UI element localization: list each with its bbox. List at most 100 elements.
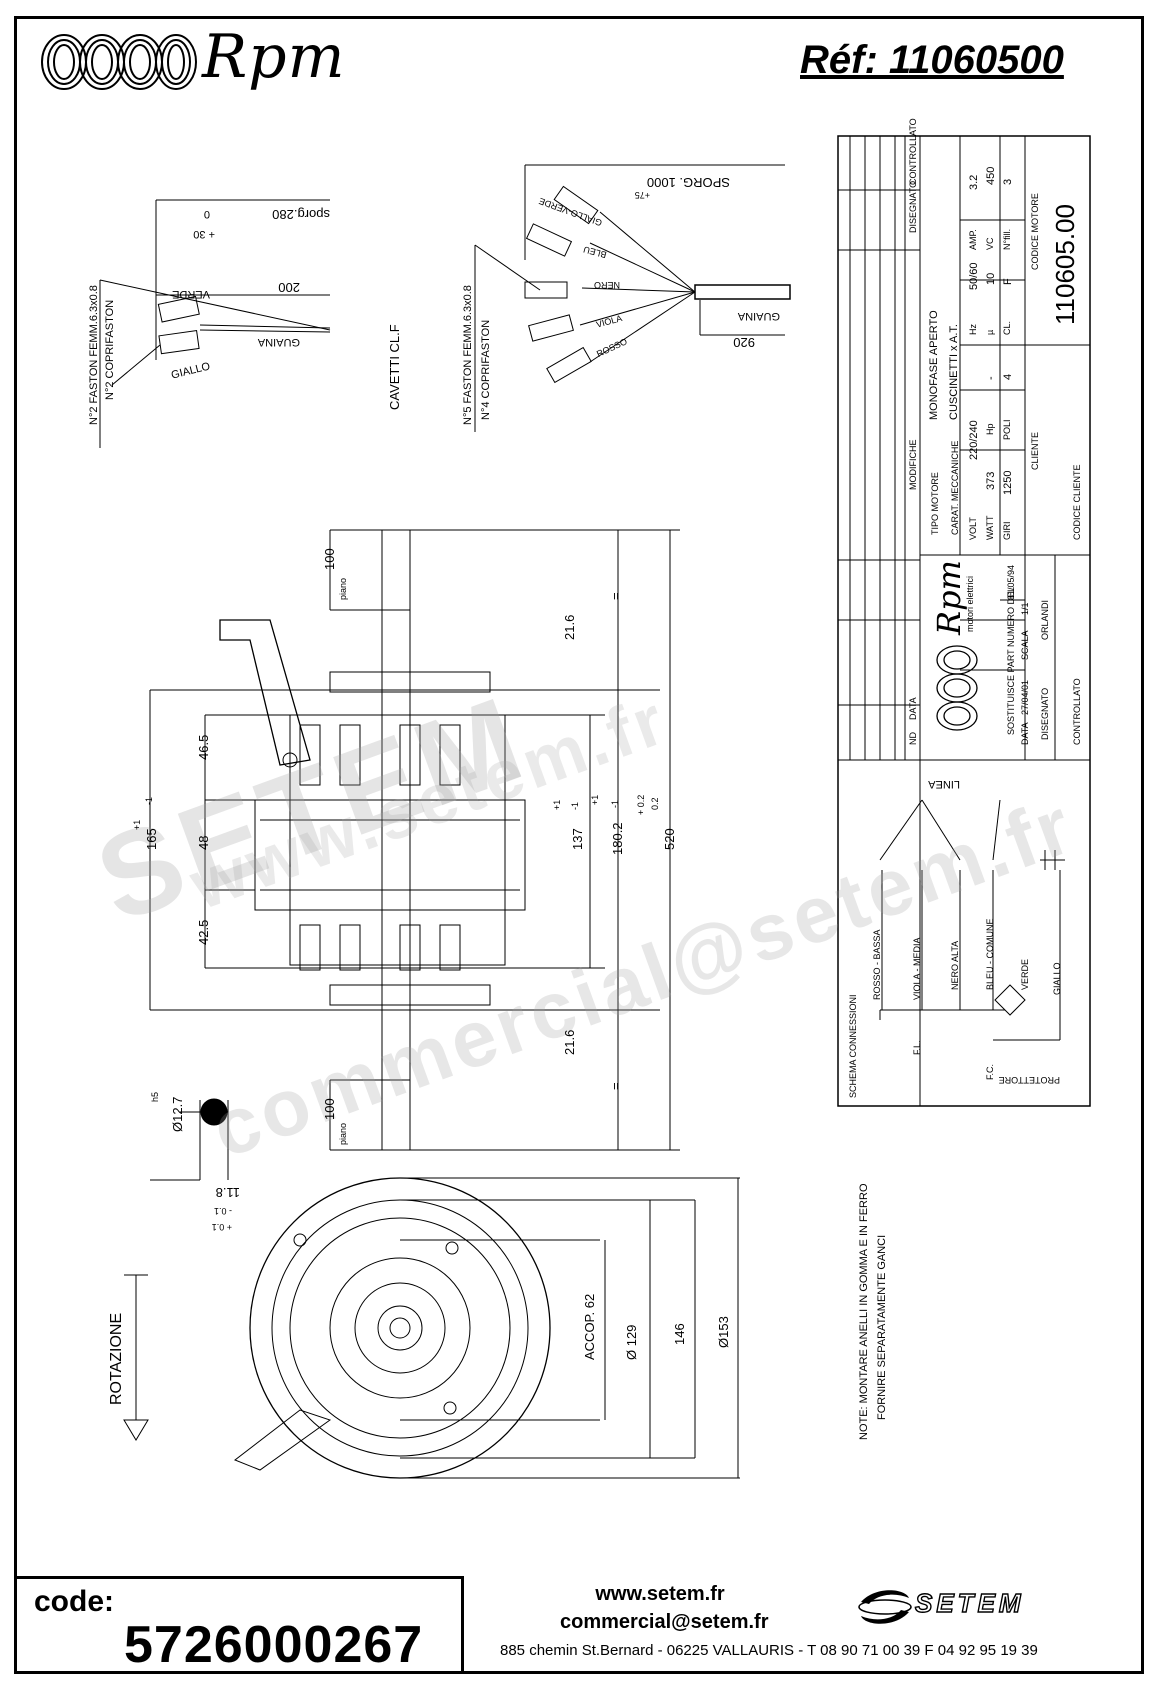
shaft-h5: h5 [150, 1091, 160, 1102]
schema-fc: F.C. [985, 1063, 995, 1080]
left-tol-plus30: + 30 [193, 228, 215, 240]
tb-tipo-motore-label: TIPO MOTORE [930, 472, 940, 535]
tb-mu-value: 10 [985, 272, 997, 285]
tb-cl-label: CL. [1002, 320, 1012, 335]
accop-label: ACCOP. 62 [582, 1293, 597, 1360]
drawing-frame [14, 16, 1144, 1674]
tb-nd-head: ND [908, 732, 918, 745]
tb-watt-value: 373 [985, 471, 997, 490]
tb-giri-label: GIRI [1002, 521, 1012, 540]
tol-520-a: + 0.2 [636, 794, 646, 815]
reference-number: Réf: 11060500 [800, 38, 1064, 82]
tb-volt-label: VOLT [968, 517, 978, 540]
code-box: code: 5726000267 [14, 1576, 464, 1674]
rpm-coil-icon [41, 34, 197, 90]
right-tol-plus75: +75 [634, 190, 650, 200]
right-sporg-label: SPORG. 1000 [646, 175, 730, 190]
code-label: code: [34, 1585, 115, 1618]
tb-disegnato-label: DISEGNATO [1040, 687, 1050, 740]
d153-label: Ø153 [716, 1316, 731, 1348]
schema-bleu-comune: BLEU - COMUNE [985, 918, 995, 990]
tb-hz-label: Hz [968, 324, 978, 335]
footer-email[interactable]: commercial@setem.fr [560, 1611, 769, 1633]
left-faston-label: N°2 FASTON FEMM.6.3x0.8 [88, 285, 100, 425]
tol-180-minus: -1 [610, 799, 620, 808]
tol-165-plus: +1 [132, 819, 142, 830]
tb-carat-label: CARAT. MECCANICHE [950, 440, 960, 535]
tol-137-minus: -1 [570, 801, 580, 810]
piano-top: piano [338, 577, 348, 600]
dim-137: 137 [570, 828, 585, 850]
tb-data-value: 27/04/01 [1020, 679, 1030, 715]
schema-linea: LINEA [928, 778, 960, 790]
dim-21-6-top: 21.6 [562, 614, 577, 640]
dim-42-5: 42.5 [196, 919, 211, 945]
tb-hz-value: 50/60 [968, 262, 980, 290]
tb-tipo-motore-value: MONOFASE APERTO [928, 310, 940, 420]
schema-fl: F.L. [912, 1040, 922, 1055]
tb-giri-value: 1250 [1002, 470, 1014, 495]
tb-cl-value: F [1002, 278, 1014, 285]
right-guaina-label: GUAINA [737, 310, 780, 322]
d129-label: Ø 129 [624, 1324, 639, 1360]
tol-180-plus: +1 [590, 794, 600, 805]
tb-amp-label: AMP. [968, 229, 978, 250]
tb-disegnato-value: ORLANDI [1040, 599, 1050, 640]
footer-website[interactable]: www.setem.fr [595, 1583, 725, 1605]
dim-520: 520 [662, 828, 677, 850]
right-nero-label: NERO [593, 280, 620, 290]
note-line-1: NOTE: MONTARE ANELLI IN GOMMA E IN FERRO [858, 1183, 870, 1441]
eq-bottom: = [608, 1082, 623, 1090]
cavetti-label: CAVETTI CL.F [387, 324, 402, 410]
left-tol-zero: 0 [203, 208, 210, 220]
tb-codice-motore-value: 110605.00 [1050, 204, 1080, 325]
tb-modifiche-head: MODIFICHE [908, 439, 918, 491]
shaft-tol-plus: + 0.1 [211, 1222, 232, 1232]
right-faston-label: N°5 FASTON FEMM.6.3x0.8 [462, 285, 474, 425]
schema-verde: VERDE [1020, 958, 1030, 990]
tb-data-label: DATA [1020, 722, 1030, 745]
dim-48: 48 [196, 835, 211, 850]
left-sporg-label: sporg.280 [272, 207, 330, 222]
right-coprifaston-label: N°4 COPRIFASTON [480, 319, 492, 420]
schema-title: SCHEMA CONNESSIONI [848, 994, 858, 1098]
tb-codice-motore-label: CODICE MOTORE [1030, 193, 1040, 270]
tol-137-plus: +1 [552, 799, 562, 810]
tb-rpm-sub: motori elettrici [965, 575, 975, 632]
piano-bottom: piano [338, 1122, 348, 1145]
tb-vc-label: VC [985, 237, 995, 250]
d146-label: 146 [672, 1323, 687, 1345]
eq-top: = [608, 592, 623, 600]
schema-viola-media: VIOLA - MEDIA [912, 937, 922, 1000]
footer-contact: www.setem.fr commercial@setem.fr [560, 1580, 769, 1636]
tb-watt-label: WATT [985, 515, 995, 541]
dim-180-2: 180.2 [610, 822, 625, 855]
rpm-logo: Rpm [40, 22, 380, 98]
tb-disegnato-head: DISEGNATO [908, 180, 918, 233]
dim-100-top: 100 [322, 548, 337, 570]
dim-21-6-bottom: 21.6 [562, 1029, 577, 1055]
dim-46-5: 46.5 [196, 734, 211, 760]
tb-controllato-head: CONTROLLATO [908, 118, 918, 185]
right-dim-920: 920 [733, 335, 755, 350]
setem-logo: SETEM [855, 1584, 1115, 1630]
tb-sostituisce-value: 31/05/94 [1006, 564, 1016, 600]
setem-swirl-icon [858, 1590, 912, 1624]
tb-sostituisce-label: SOSTITUISCE PART NUMERO DEL [1006, 586, 1016, 735]
tb-cliente-label: CLIENTE [1030, 431, 1040, 470]
rotazione-label: ROTAZIONE [108, 1312, 125, 1405]
tb-mu-label: µ [985, 329, 995, 335]
left-verde-label: VERDE [172, 288, 210, 300]
tb-rpm-brand: Rpm [930, 560, 968, 635]
tb-scala-label: SCALA [1020, 630, 1030, 660]
tb-hp-value: - [985, 376, 997, 380]
tol-520-b: 0.2 [650, 797, 660, 810]
tb-rpm-logo-icon [936, 645, 978, 731]
shaft-diameter: Ø12.7 [170, 1096, 185, 1132]
schema-protettore: PROTETTORE [998, 1075, 1060, 1085]
note-line-2: FORNIRE SEPARATAMENTE GANCI [876, 1234, 888, 1420]
tb-controllato-label: CONTROLLATO [1072, 678, 1082, 745]
tb-codice-cliente-label: CODICE CLIENTE [1072, 464, 1082, 540]
tb-vc-value: 450 [985, 166, 997, 185]
tb-nfil-label: N°fill. [1002, 228, 1012, 250]
